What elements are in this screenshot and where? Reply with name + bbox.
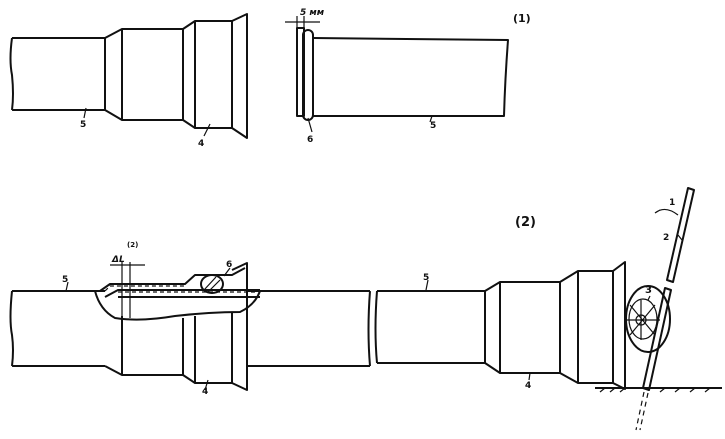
fig1-socket-pipe: [9, 13, 248, 139]
dimension-label: 5 мм: [300, 8, 325, 18]
delta-note: (2): [127, 241, 138, 249]
callout-6: 6: [307, 135, 313, 145]
callout-4: 4: [202, 387, 208, 397]
delta-label: ΔL: [111, 255, 125, 265]
fig2-label: (2): [515, 215, 536, 230]
callout-5: 5: [80, 120, 86, 130]
callout-4: 4: [198, 139, 204, 149]
callout-2: 2: [663, 233, 669, 243]
callout-5: 5: [423, 273, 429, 283]
callout-4: 4: [525, 381, 531, 391]
callout-6: 6: [226, 260, 232, 270]
callout-5: 5: [430, 121, 436, 131]
callout-1: 1: [669, 198, 675, 208]
callout-5: 5: [62, 275, 68, 285]
callout-3: 3: [645, 285, 652, 296]
fig2-assembled-joint: [9, 262, 371, 391]
fig1-label: (1): [513, 12, 531, 25]
fig1-spigot-pipe: [285, 16, 509, 133]
fig2-pipe-with-anchor: [374, 187, 722, 431]
